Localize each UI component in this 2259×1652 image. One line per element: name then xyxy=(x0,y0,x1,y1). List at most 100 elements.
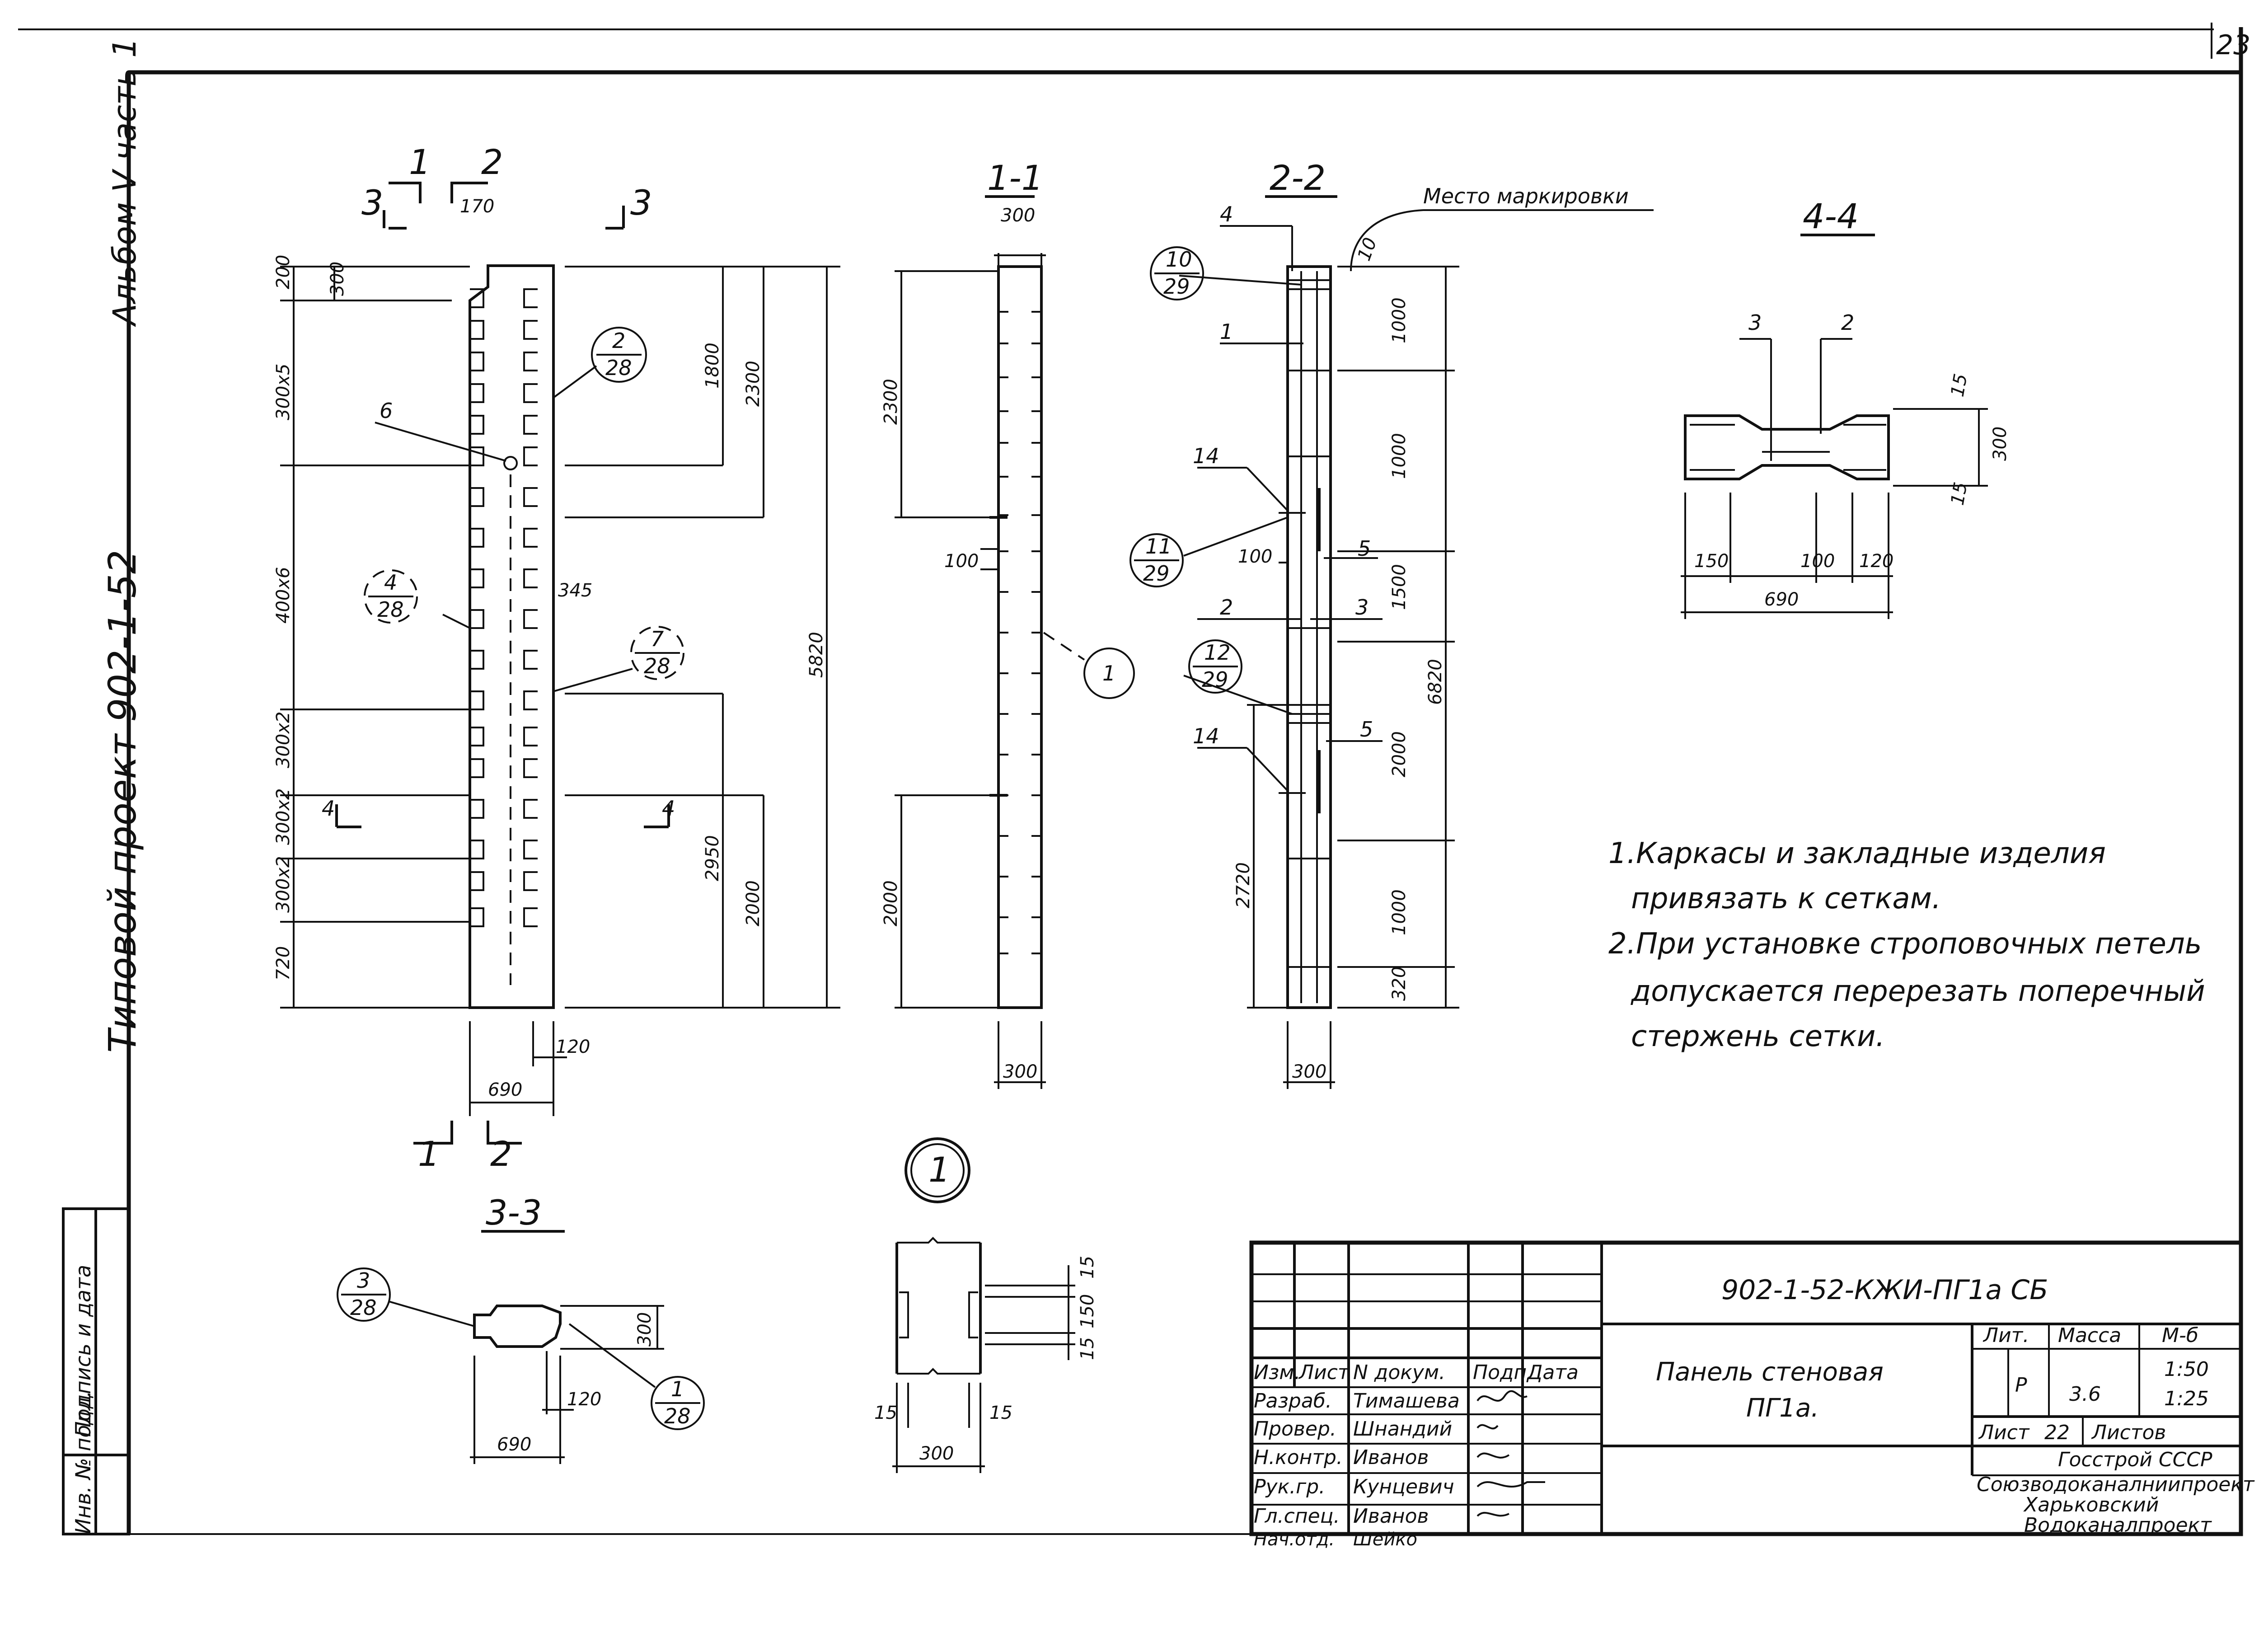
svg-text:28: 28 xyxy=(644,654,670,678)
callout-2-28: 2 28 xyxy=(591,327,647,383)
general-notes: 1.Каркасы и закладные изделия привязать … xyxy=(1608,837,2205,1053)
note-line-4: допускается перерезать поперечный xyxy=(1631,975,2205,1008)
callout-3-28: 3 28 xyxy=(337,1267,391,1322)
col-sign: Подп. xyxy=(1473,1361,1533,1384)
section-2-2-leader-10: 10 xyxy=(1354,235,1381,264)
cut-2-bottom: 2 xyxy=(490,1134,512,1174)
dim-300x2-a: 300х2 xyxy=(273,712,294,768)
panel-name-line-1: Панель стеновая xyxy=(1656,1357,1884,1387)
svg-text:11: 11 xyxy=(1145,534,1172,558)
section-1-1-dim-2300: 2300 xyxy=(881,379,901,425)
section-3-3: 3-3 300 120 690 3 28 1 28 xyxy=(337,1192,705,1464)
detail-1-dim-15-bottom: 15 xyxy=(1077,1337,1098,1360)
section-2-2-leader-2: 2 xyxy=(1220,595,1233,620)
name-glspec: Иванов xyxy=(1353,1505,1429,1528)
section-2-2-dim-1000-a: 1000 xyxy=(1389,297,1410,343)
section-2-2: 2-2 Место маркировки xyxy=(1130,158,1654,1089)
dim-200: 200 xyxy=(273,255,294,289)
callout-4-28: 4 28 xyxy=(364,569,418,624)
role-glspec: Гл.спец. xyxy=(1254,1505,1340,1528)
dim-300x2-b: 300х2 xyxy=(273,788,294,845)
lit-value: Р xyxy=(2015,1374,2027,1397)
section-4-4-dim-690: 690 xyxy=(1764,589,1799,610)
section-2-2-dim-1500: 1500 xyxy=(1389,564,1410,610)
panel-loops xyxy=(470,288,538,985)
section-2-2-dim-1000-b: 1000 xyxy=(1389,433,1410,479)
section-2-2-dim-100: 100 xyxy=(1238,546,1272,567)
dim-300-top: 300 xyxy=(327,262,348,296)
section-2-2-leader-14-top: 14 xyxy=(1193,444,1219,468)
section-2-2-dim-2720: 2720 xyxy=(1233,862,1254,908)
cut-1-top: 1 xyxy=(409,142,431,182)
svg-text:12: 12 xyxy=(1204,640,1231,665)
name-rukgr: Кунцевич xyxy=(1353,1475,1454,1498)
section-4-4: 4-4 3 2 15 300 15 150 100 120 690 xyxy=(1681,196,2011,619)
role-nkontr: Н.контр. xyxy=(1254,1446,1343,1469)
callout-11-29: 11 29 xyxy=(1130,533,1184,587)
note-line-2: привязать к сеткам. xyxy=(1631,882,1941,915)
section-1-1-dim-300-top: 300 xyxy=(1001,205,1035,226)
section-2-2-leader-5-top: 5 xyxy=(1358,536,1371,561)
role-razrab: Разраб. xyxy=(1254,1389,1332,1413)
name-nachotd: Шейко xyxy=(1353,1529,1417,1550)
section-4-4-dim-120: 120 xyxy=(1859,551,1893,572)
org-line-3: Харьковский xyxy=(2023,1493,2159,1516)
col-date: Дата xyxy=(1526,1361,1579,1384)
col-list: Лист xyxy=(1298,1361,1350,1384)
section-1-1-title: 1-1 xyxy=(987,158,1043,198)
lit-header: Лит. xyxy=(1982,1324,2029,1347)
detail-1-dim-15-right: 15 xyxy=(989,1403,1012,1423)
section-2-2-title: 2-2 xyxy=(1270,158,1326,198)
svg-text:4: 4 xyxy=(384,570,397,595)
cut-2-top: 2 xyxy=(481,142,503,182)
callout-10-29: 10 29 xyxy=(1150,246,1204,300)
dim-345: 345 xyxy=(558,580,592,601)
note-line-5: стержень сетки. xyxy=(1631,1020,1885,1053)
dim-1800: 1800 xyxy=(702,343,723,389)
note-line-3: 2.При установке строповочных петель xyxy=(1608,927,2202,961)
detail-1: 1 15 150 15 15 15 300 xyxy=(874,1137,1098,1473)
section-2-2-leader-4: 4 xyxy=(1220,202,1233,226)
note-line-1: 1.Каркасы и закладные изделия xyxy=(1608,837,2106,870)
section-2-2-dim-6820: 6820 xyxy=(1425,659,1446,705)
section-4-4-dim-15-top: 15 xyxy=(1947,372,1972,399)
panel-elevation: 1 2 3 3 4 4 1 2 170 300 200 300х5 1800 2… xyxy=(273,142,840,1174)
section-2-2-leader-5-bottom: 5 xyxy=(1360,717,1373,742)
name-nkontr: Иванов xyxy=(1353,1446,1429,1469)
svg-text:28: 28 xyxy=(350,1295,377,1320)
section-1-1-marker: 1 xyxy=(1102,661,1115,685)
sheets-label: Листов xyxy=(2091,1421,2166,1444)
role-nachotd: Нач.отд. xyxy=(1254,1529,1335,1550)
project-label: Типовой проект 902-1-52 xyxy=(100,550,145,1053)
leader-6: 6 xyxy=(380,399,393,423)
detail-1-dim-15-top: 15 xyxy=(1077,1256,1098,1279)
section-4-4-dim-100: 100 xyxy=(1800,551,1835,572)
org-line-4: Водоканалпроект xyxy=(2024,1514,2212,1537)
section-4-4-dim-150: 150 xyxy=(1694,551,1729,572)
sheet-number: 22 xyxy=(2044,1421,2070,1444)
page-number: 23 xyxy=(2216,29,2250,61)
detail-1-dim-300: 300 xyxy=(919,1443,954,1464)
section-4-4-dim-300: 300 xyxy=(1990,427,2011,461)
marking-place: Место маркировки xyxy=(1423,184,1629,208)
callout-1-28: 1 28 xyxy=(651,1376,705,1430)
section-2-2-dim-320: 320 xyxy=(1389,967,1410,1001)
dim-720: 720 xyxy=(273,946,294,981)
cut-4-left: 4 xyxy=(322,796,335,821)
dim-2000: 2000 xyxy=(743,880,764,926)
section-4-4-dim-15-bottom: 15 xyxy=(1947,481,1972,507)
role-prover: Провер. xyxy=(1254,1417,1336,1441)
section-2-2-dim-300: 300 xyxy=(1292,1061,1326,1082)
section-4-4-leader-2: 2 xyxy=(1841,310,1854,335)
section-2-2-leader-3: 3 xyxy=(1355,595,1369,620)
section-3-3-dim-690: 690 xyxy=(497,1434,531,1455)
svg-text:7: 7 xyxy=(651,627,664,651)
mass-header: Масса xyxy=(2058,1324,2121,1347)
col-doc: N докум. xyxy=(1353,1361,1445,1384)
left-stamp: Подпись и дата Инв. № подл. xyxy=(62,1207,130,1535)
cut-3-left: 3 xyxy=(361,183,383,223)
dim-300x5: 300х5 xyxy=(273,364,294,420)
dim-120: 120 xyxy=(556,1037,590,1057)
section-1-1-dim-300-bottom: 300 xyxy=(1003,1061,1037,1082)
detail-1-dim-15-left: 15 xyxy=(874,1403,897,1423)
